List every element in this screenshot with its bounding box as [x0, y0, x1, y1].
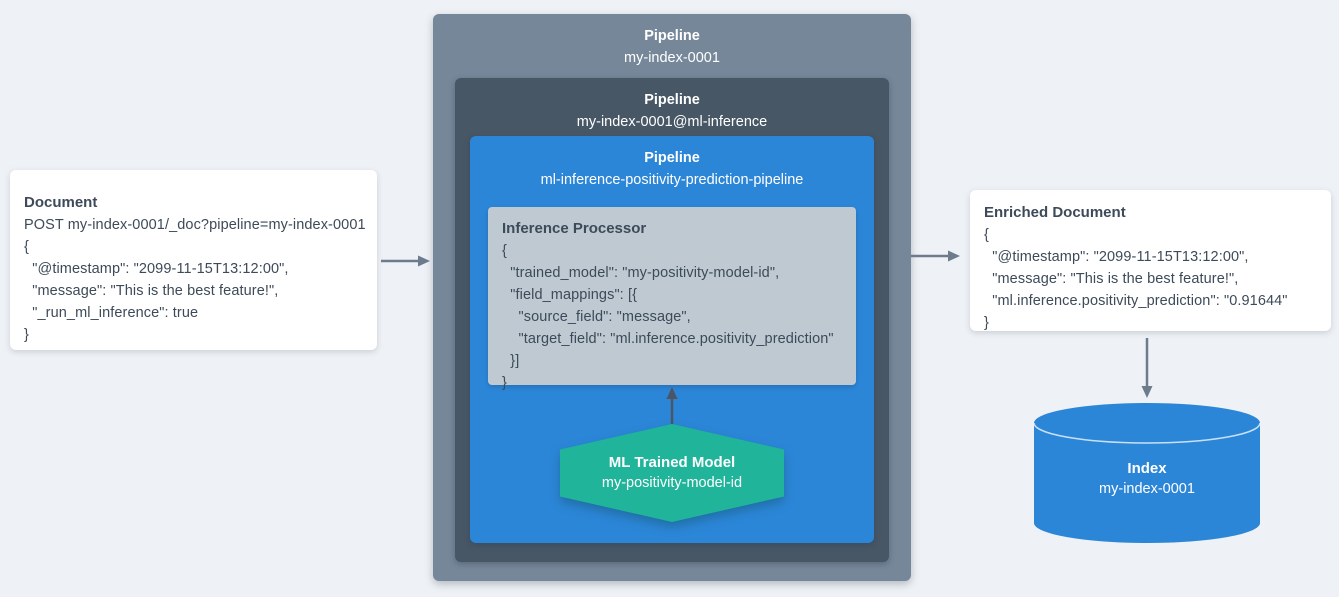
positivity-pipeline-label: Pipeline [644, 150, 700, 166]
positivity-pipeline-name: ml-inference-positivity-prediction-pipel… [540, 172, 804, 188]
ml-inference-pipeline-name: my-index-0001@ml-inference [576, 114, 768, 130]
ml-trained-model-shape: ML Trained Model my-positivity-model-id [560, 424, 784, 522]
document-card-code: POST my-index-0001/_doc?pipeline=my-inde… [24, 217, 366, 343]
outer-pipeline-header: Pipeline my-index-0001 [433, 14, 911, 69]
document-card: Document POST my-index-0001/_doc?pipelin… [10, 170, 377, 350]
inference-processor-title: Inference Processor [502, 220, 647, 237]
enriched-document-card: Enriched Document { "@timestamp": "2099-… [970, 190, 1331, 331]
ml-trained-model-name: my-positivity-model-id [601, 475, 743, 491]
ml-inference-pipeline-label: Pipeline [644, 92, 700, 108]
arrow-right-icon [381, 255, 430, 267]
enriched-document-code: { "@timestamp": "2099-11-15T13:12:00", "… [984, 227, 1288, 331]
arrow-right-icon [911, 250, 960, 262]
document-card-title: Document [24, 194, 98, 211]
arrow-down-icon [1141, 338, 1153, 398]
index-label: Index my-index-0001 [1032, 458, 1262, 500]
arrow-up-icon [666, 387, 678, 424]
ml-trained-model-title: ML Trained Model [608, 454, 736, 471]
enriched-document-title: Enriched Document [984, 204, 1126, 221]
inference-processor-code: { "trained_model": "my-positivity-model-… [502, 243, 834, 391]
index-title: Index [1127, 460, 1167, 477]
ml-inference-pipeline-header: Pipeline my-index-0001@ml-inference [455, 78, 889, 133]
positivity-pipeline-header: Pipeline ml-inference-positivity-predict… [470, 136, 874, 191]
ml-trained-model-hexagon: ML Trained Model my-positivity-model-id [560, 424, 784, 522]
outer-pipeline-box: Pipeline my-index-0001 Pipeline my-index… [433, 14, 911, 581]
index-name: my-index-0001 [1099, 481, 1195, 497]
outer-pipeline-label: Pipeline [644, 28, 700, 44]
outer-pipeline-name: my-index-0001 [624, 50, 720, 66]
inference-processor-box: Inference Processor { "trained_model": "… [488, 207, 856, 391]
ml-inference-pipeline-box: Pipeline my-index-0001@ml-inference Pipe… [455, 78, 889, 562]
index-cylinder-icon [1033, 403, 1261, 543]
